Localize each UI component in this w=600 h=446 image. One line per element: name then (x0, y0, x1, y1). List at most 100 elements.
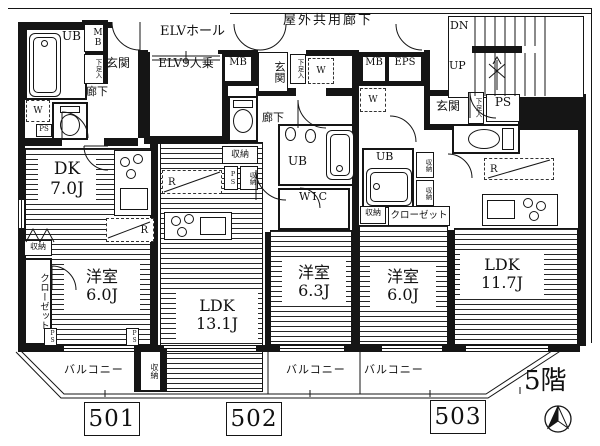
closet-503: クローゼット (388, 206, 450, 226)
mb-box-503: MB (362, 56, 386, 82)
bedroom501-size: 6.0J (86, 285, 118, 304)
window-bedroom-502 (280, 345, 344, 352)
stove-burner3-503 (529, 211, 539, 221)
shoe-box-502: 下足入 (290, 54, 306, 84)
wall-501-mid-a (18, 138, 62, 146)
door-arc-corridor-502a (233, 23, 261, 51)
stove-burners-icon-503 (523, 198, 533, 208)
unit-number-502: 502 (226, 402, 282, 436)
stove-burner2-502 (184, 214, 194, 224)
mb-box-502: MB (224, 56, 252, 82)
genkan-label-501: 玄関 (106, 56, 131, 70)
toilet-icon-503 (502, 128, 514, 150)
storage-balcony: 収納 (139, 350, 162, 392)
wall-corridor-502 (306, 50, 354, 56)
wic-502: WIC (278, 188, 350, 230)
door-arc-entry-501 (111, 21, 141, 51)
ps-box-501: PS (36, 124, 52, 137)
ldk502-size: 13.1J (195, 314, 239, 333)
toilet-icon-501 (60, 106, 80, 113)
north-compass-icon (544, 405, 572, 433)
wall-502-entry-a (256, 88, 296, 96)
kitchen-sink-icon-503 (487, 200, 515, 219)
mb-box-501: MB (84, 24, 104, 52)
room-label-bedroom-501: 洋室 6.0J (64, 262, 140, 310)
shoe-box-503: 下足入 (468, 92, 484, 124)
kitchen-sink-icon-501 (120, 188, 148, 210)
fridge-space-icon-502: R (162, 170, 222, 194)
toilet-icon-502 (233, 100, 253, 108)
bedroom503-size: 6.0J (387, 285, 419, 304)
floor-number-label: 5階 (524, 366, 567, 396)
wall-elv-left (144, 52, 150, 144)
balcony-label-502: バルコニー (286, 363, 346, 376)
room-label-ldk-503: LDK 11.7J (460, 250, 544, 298)
unit-number-503: 503 (430, 400, 486, 434)
dk-name: DK (53, 159, 81, 180)
wall-501-elvhall (138, 50, 148, 138)
wall-top-501 (18, 22, 112, 28)
wall-501-mid-b (104, 138, 138, 146)
toilet-bowl-icon-502 (233, 109, 253, 133)
door-arc-corridor-503 (395, 23, 423, 51)
kitchen-sink-icon-502 (200, 217, 226, 235)
corridor-label: 屋外共用廊下 (283, 13, 374, 28)
stove-burner3-502 (177, 227, 187, 237)
storage-box-503b: 収納 (416, 180, 434, 206)
wall-elv-bottom (144, 136, 228, 144)
ub-label-501: UB (62, 29, 81, 43)
ub-label-503: UB (376, 150, 394, 163)
elevator-cabin: ELV9人乗 (150, 54, 222, 136)
window-left-wall (18, 200, 25, 228)
toilet-bowl-icon-501 (60, 114, 80, 136)
wall-502-interior (265, 232, 270, 345)
toilet-bowl-icon-503 (468, 129, 500, 149)
frame-line-right (591, 8, 592, 343)
wall-unit-502-503 (352, 50, 359, 345)
storage-box-503a: 収納 (416, 152, 434, 178)
window-ldk-503 (466, 345, 548, 352)
bathtub-icon-501 (29, 33, 61, 97)
stove-burner3-501 (126, 169, 136, 179)
wall-503-ps-block (518, 94, 580, 124)
ub-label-502: UB (288, 154, 307, 168)
bathtub-icon-503 (366, 168, 412, 206)
storage-box-501: 収納 (24, 240, 52, 256)
wall-bottom-3 (256, 345, 280, 352)
ldk502-name: LDK (199, 295, 235, 315)
wall-left-outer (18, 22, 25, 345)
storage-box-502b: 収納 (240, 166, 258, 190)
wall-bottom-4 (344, 345, 382, 352)
window-bedroom-501 (64, 345, 134, 352)
dk-size: 7.0J (50, 179, 84, 199)
room-label-bedroom-503: 洋室 6.0J (370, 262, 436, 310)
room-label-bedroom-502: 洋室 6.3J (282, 258, 346, 306)
elv-hall-label: ELVホール (160, 24, 225, 39)
hallway-label-501: 廊下 (86, 85, 108, 98)
bedroom502-size: 6.3J (298, 281, 330, 300)
washer-space-icon-501: W (26, 100, 50, 122)
frame-line-top-inner (230, 13, 592, 14)
wall-503-mid-b (518, 124, 584, 130)
washer-space-icon-502: W (308, 58, 334, 84)
wall-502-entry-b (326, 88, 354, 96)
storage-box-502: 収納 (222, 146, 258, 164)
bedroom501-name: 洋室 (85, 266, 118, 286)
hallway-label-502: 廊下 (262, 111, 284, 124)
wall-elv-right (222, 52, 228, 144)
eps-box-503: EPS (388, 56, 422, 82)
frame-line-top (8, 8, 592, 9)
unit-number-501: 501 (84, 402, 140, 436)
wall-503-interior (448, 230, 454, 345)
fridge-space-icon-503: R (484, 158, 554, 180)
stove-burner2-503 (536, 201, 546, 211)
wall-bottom-5 (442, 345, 466, 352)
window-bedroom-503 (382, 345, 442, 352)
wall-balcony-storage-r (162, 348, 167, 392)
wall-right-outer (578, 94, 586, 346)
ldk503-name: LDK (484, 254, 520, 274)
wall-503-mid-a (424, 124, 454, 130)
storage-box-503c: 収納 (360, 206, 386, 224)
washer-space-icon-503: W (360, 88, 386, 112)
